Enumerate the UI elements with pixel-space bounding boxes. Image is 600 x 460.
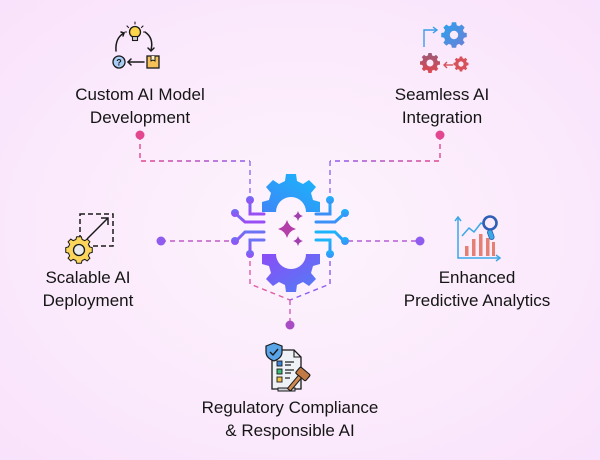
idea-cycle-icon: ? [112,21,160,69]
connector-top-left [139,135,251,200]
node-label-seamless-ai-integration: Seamless AI Integration [395,83,490,129]
node-label-custom-ai-model-development: Custom AI Model Development [75,83,204,129]
gear-icon [453,56,469,72]
gavel-icon [286,366,311,392]
circuit-node [246,250,254,258]
label-line: Custom AI Model [75,85,205,104]
connector-dot-top-right [435,130,445,140]
right-circuit-icon [314,199,346,255]
checklist-gavel-shield-icon [265,342,311,392]
sparkle-small-icon [293,211,303,221]
sparkle-small-icon [293,236,303,246]
label-line: Deployment [42,291,134,310]
lightbulb-icon [124,21,146,42]
circuit-node [246,196,254,204]
connector-dot-top-left [135,130,145,140]
gear-icon [65,236,93,264]
label-line: Scalable AI [45,268,131,287]
label-line: Enhanced [438,268,516,287]
chart-magnifier-icon [454,215,502,262]
label-line: Integration [401,108,483,127]
question-circle-icon: ? [112,55,126,69]
box-icon [146,55,160,69]
gear-icon [420,53,440,73]
gear-scale-arrow-icon [65,213,114,264]
connector-dot-right [415,236,425,246]
circuit-node [341,237,349,245]
connector-dot-bottom [285,320,295,330]
label-line: Development [89,108,191,127]
connector-dot-left [156,236,166,246]
circuit-node [341,209,349,217]
gears-integration-icon [420,22,469,73]
node-label-enhanced-predictive-analytics: Enhanced Predictive Analytics [404,266,550,312]
circuit-node [326,196,334,204]
node-label-scalable-ai-deployment: Scalable AI Deployment [43,266,134,312]
top-gear-icon [262,174,320,212]
circuit-node [231,237,239,245]
circuit-node [326,250,334,258]
label-line: Seamless AI [394,85,490,104]
label-line: Regulatory Compliance [201,398,379,417]
svg-text:?: ? [116,58,122,68]
central-ai-hub-icon [231,174,349,292]
shield-icon [265,342,283,362]
bottom-gear-icon [262,254,320,292]
sparkle-icon [278,220,296,238]
gear-icon [441,22,467,48]
circuit-node [231,209,239,217]
left-circuit-icon [234,199,266,255]
label-line: & Responsible AI [225,421,355,440]
connector-top-right [329,135,441,200]
magnifier-icon [482,215,498,241]
label-line: Predictive Analytics [403,291,551,310]
node-label-regulatory-compliance: Regulatory Compliance & Responsible AI [202,396,379,442]
